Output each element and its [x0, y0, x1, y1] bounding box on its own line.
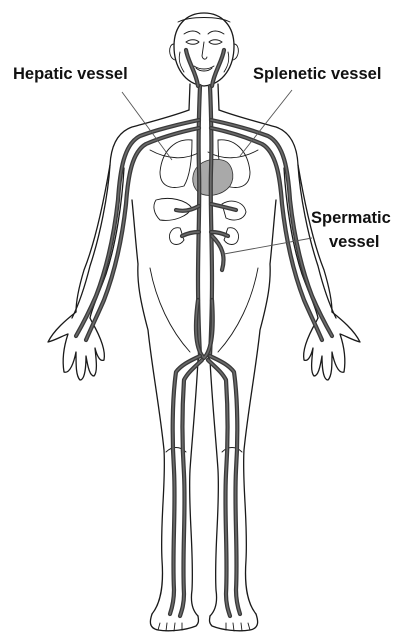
lung-icon — [160, 140, 192, 188]
vessel-network — [76, 50, 332, 616]
face — [178, 18, 230, 73]
spermatic-vessel-label-line2: vessel — [329, 233, 379, 251]
hepatic-vessel-label: Hepatic vessel — [13, 65, 128, 83]
spermatic-vessel-label-line1: Spermatic — [311, 209, 391, 227]
splenetic-vessel-label: Splenetic vessel — [253, 65, 381, 83]
labels: Hepatic vessel Splenetic vessel Spermati… — [13, 65, 391, 251]
